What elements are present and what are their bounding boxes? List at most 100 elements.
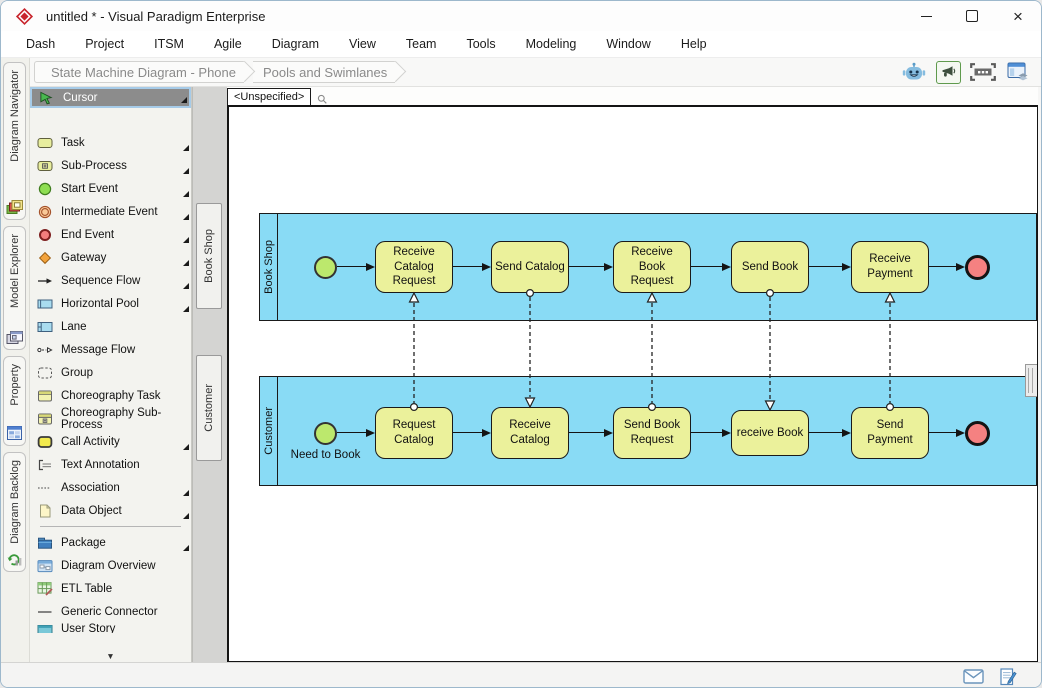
diagram-canvas[interactable]: Book Shop Customer Receive Catalog Reque…	[227, 105, 1038, 662]
message-flow-line[interactable]	[645, 288, 659, 412]
mail-icon[interactable]	[963, 669, 984, 684]
pool-tab[interactable]: Customer	[196, 355, 222, 461]
sequence-flow-line[interactable]	[929, 432, 958, 434]
side-panel-tab[interactable]: Diagram Navigator	[3, 62, 26, 220]
breadcrumb: State Machine Diagram - Phone Pools and S…	[34, 61, 396, 83]
menu-item[interactable]: View	[349, 37, 376, 51]
side-panel-tab[interactable]: Diagram Backlog	[3, 452, 26, 572]
palette-item[interactable]: Data Object	[30, 499, 191, 522]
maximize-button[interactable]	[949, 1, 995, 31]
palette-item[interactable]: Choreography Sub-Process	[30, 407, 191, 431]
bpmn-task[interactable]: Send Payment	[851, 407, 929, 459]
bpmn-task[interactable]: Receive Book Request	[613, 241, 691, 293]
side-tab-icon	[6, 330, 24, 345]
palette-item[interactable]: Sequence Flow	[30, 269, 191, 292]
message-flow-line[interactable]	[407, 288, 421, 412]
palette-item[interactable]: Diagram Overview	[30, 554, 191, 577]
palette-item[interactable]: ETL Table	[30, 577, 191, 600]
sequence-flow-line[interactable]	[337, 266, 368, 268]
palette-item[interactable]: Generic Connector	[30, 600, 191, 623]
sequence-flow-line[interactable]	[569, 432, 606, 434]
sequence-flow-line[interactable]	[453, 266, 484, 268]
bpmn-task[interactable]: Send Catalog	[491, 241, 569, 293]
palette-item[interactable]: Start Event	[30, 177, 191, 200]
bpmn-event[interactable]: Need to Book	[291, 422, 360, 461]
palette-scroll-down-icon[interactable]	[30, 651, 191, 662]
menu-item[interactable]: Dash	[26, 37, 56, 51]
sequence-flow-line[interactable]	[691, 432, 724, 434]
magnifier-icon[interactable]	[317, 94, 328, 105]
bpmn-event[interactable]	[965, 255, 990, 280]
bpmn-task[interactable]: Send Book Request	[613, 407, 691, 459]
palette-item-icon	[36, 559, 53, 573]
menu-item[interactable]: ITSM	[154, 37, 184, 51]
menu-item[interactable]: Tools	[466, 37, 496, 51]
bpmn-task[interactable]: Send Book	[731, 241, 809, 293]
bpmn-task[interactable]: Receive Payment	[851, 241, 929, 293]
menu-item[interactable]: Modeling	[525, 37, 577, 51]
sequence-flow-line[interactable]	[929, 266, 958, 268]
menu-item[interactable]: Agile	[213, 37, 242, 51]
bpmn-task[interactable]: Receive Catalog Request	[375, 241, 453, 293]
breadcrumb-item[interactable]: Pools and Swimlanes	[252, 61, 396, 83]
message-flow-line[interactable]	[883, 288, 897, 412]
message-flow-line[interactable]	[763, 288, 777, 415]
bpmn-pool[interactable]: Book Shop	[259, 213, 1037, 321]
side-panel-tab[interactable]: Property	[3, 356, 26, 446]
palette-item[interactable]: Choreography Task	[30, 384, 191, 407]
announcement-megaphone-icon[interactable]	[936, 60, 961, 84]
sequence-flow-line[interactable]	[809, 432, 844, 434]
palette-item[interactable]: Call Activity	[30, 430, 191, 453]
status-bar	[1, 662, 1041, 687]
diagram-tab[interactable]: <Unspecified>	[227, 88, 312, 105]
menu-item[interactable]: Help	[680, 37, 707, 51]
palette-item[interactable]: Text Annotation	[30, 453, 191, 476]
sequence-flow-arrowhead	[604, 428, 613, 437]
assistant-robot-icon[interactable]	[901, 60, 927, 84]
bpmn-pool[interactable]: Customer	[259, 376, 1037, 486]
selection-frame-icon[interactable]	[970, 60, 996, 84]
palette-item[interactable]: Package	[30, 531, 191, 554]
diagram-palette: Cursor Task Sub-Process Start E	[30, 87, 192, 662]
sequence-flow-line[interactable]	[809, 266, 844, 268]
palette-item[interactable]: Sub-Process	[30, 154, 191, 177]
bpmn-event[interactable]	[965, 421, 990, 446]
menu-item[interactable]: Diagram	[271, 37, 319, 51]
breadcrumb-item[interactable]: State Machine Diagram - Phone	[34, 61, 244, 83]
bpmn-task[interactable]: Request Catalog	[375, 407, 453, 459]
menu-item[interactable]: Window	[606, 37, 651, 51]
palette-item[interactable]: Task	[30, 131, 191, 154]
palette-item[interactable]: Lane	[30, 315, 191, 338]
sequence-flow-line[interactable]	[691, 266, 724, 268]
palette-item[interactable]: Group	[30, 361, 191, 384]
panel-windows-icon[interactable]	[1005, 60, 1031, 84]
close-button[interactable]: ×	[1013, 6, 1023, 26]
palette-item[interactable]: Gateway	[30, 246, 191, 269]
bpmn-task[interactable]: receive Book	[731, 410, 809, 456]
minimize-button[interactable]	[903, 1, 949, 31]
palette-item[interactable]	[30, 108, 191, 131]
pool-tab[interactable]: Book Shop	[196, 203, 222, 309]
sequence-flow-line[interactable]	[569, 266, 606, 268]
palette-item[interactable]	[30, 522, 191, 531]
canvas-scroll-grip[interactable]	[1025, 364, 1037, 397]
sequence-flow-arrowhead	[366, 262, 375, 271]
palette-item[interactable]: User Story	[30, 623, 191, 633]
palette-item[interactable]: Message Flow	[30, 338, 191, 361]
message-flow-line[interactable]	[523, 288, 537, 412]
palette-item-icon	[36, 251, 53, 265]
bpmn-task[interactable]: Receive Catalog	[491, 407, 569, 459]
palette-item[interactable]: End Event	[30, 223, 191, 246]
palette-item-icon	[36, 320, 53, 334]
side-panel-tab[interactable]: Model Explorer	[3, 226, 26, 350]
palette-item[interactable]: Horizontal Pool	[30, 292, 191, 315]
sequence-flow-line[interactable]	[337, 432, 368, 434]
palette-item[interactable]: Cursor	[30, 87, 191, 108]
palette-item[interactable]: Intermediate Event	[30, 200, 191, 223]
bpmn-event[interactable]	[314, 256, 337, 279]
sequence-flow-line[interactable]	[453, 432, 484, 434]
palette-item[interactable]: Association	[30, 476, 191, 499]
menu-item[interactable]: Project	[85, 37, 125, 51]
document-edit-icon[interactable]	[1000, 667, 1017, 686]
menu-item[interactable]: Team	[405, 37, 437, 51]
